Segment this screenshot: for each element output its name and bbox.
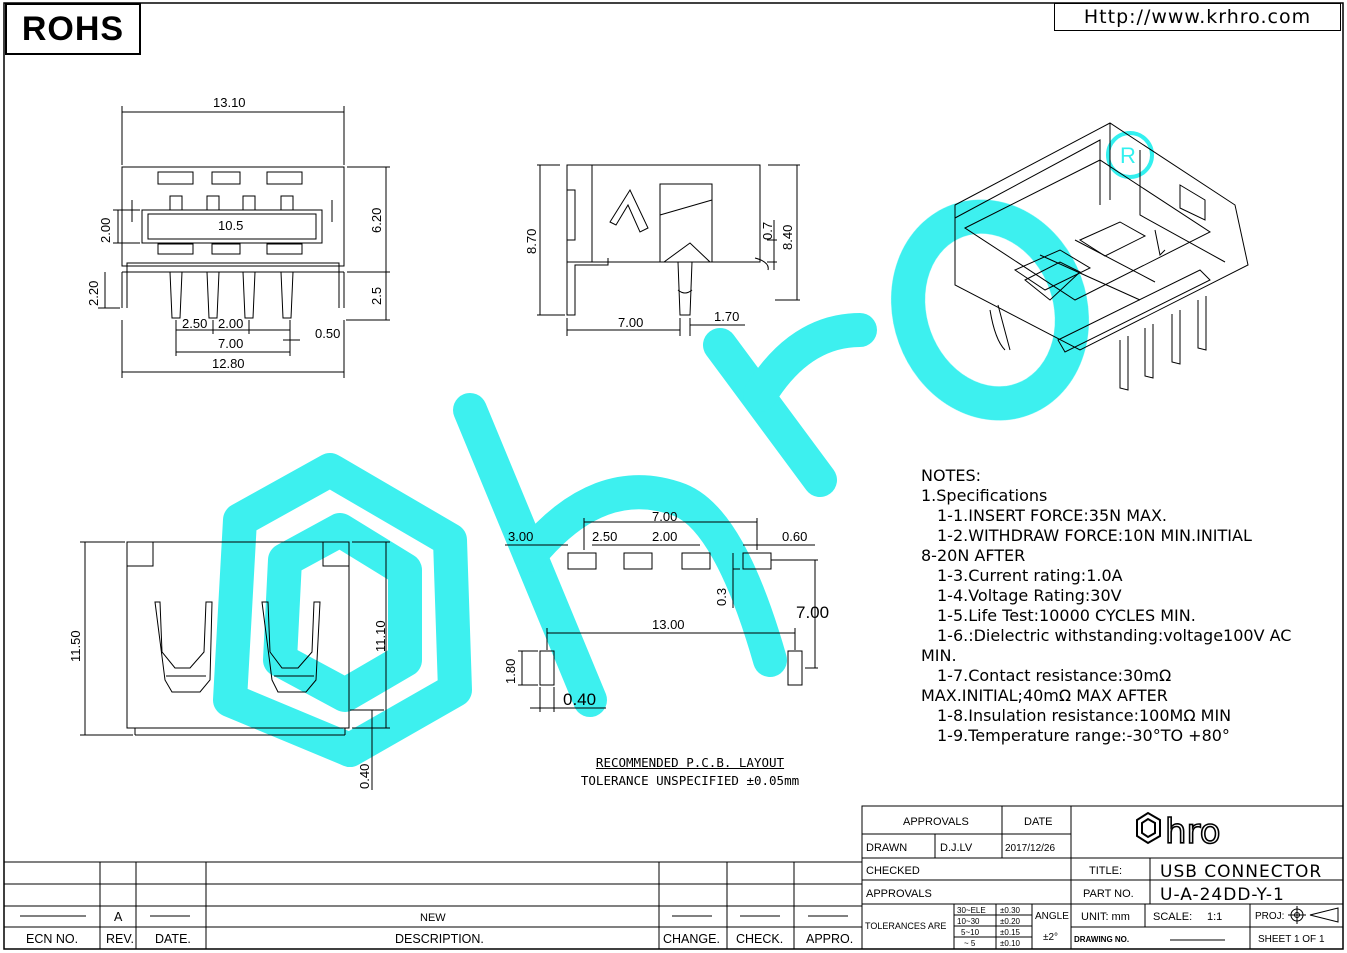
- tb-tol-value-1: ±0.20: [1000, 917, 1021, 926]
- dim-pcb-edge: 3.00: [508, 529, 533, 544]
- rev-header-ecn: ECN NO.: [26, 932, 78, 946]
- rev-header-rev: REV.: [106, 932, 134, 946]
- top-view: [80, 541, 390, 790]
- tb-drawn-date: 2017/12/26: [1005, 843, 1055, 854]
- dim-front-width-bottom: 12.80: [212, 356, 245, 371]
- dim-top-length: 11.50: [68, 630, 83, 662]
- tb-drawing-no: DRAWING NO.: [1074, 935, 1129, 944]
- dim-top-l2: 11.10: [373, 620, 388, 652]
- dim-front-pin-w: 0.50: [315, 326, 340, 341]
- revision-block-lines: [4, 861, 862, 949]
- notes-line: 1-5.Life Test:10000 CYCLES MIN.: [937, 606, 1196, 625]
- rohs-badge: ROHS: [5, 3, 141, 55]
- notes-line: 1-7.Contact resistance:30mΩ: [937, 666, 1172, 685]
- notes-line: 1-2.WITHDRAW FORCE:10N MIN.INITIAL: [937, 526, 1252, 545]
- notes-line: MAX.INITIAL;40mΩ MAX AFTER: [921, 686, 1168, 705]
- dim-pcb-span: 7.00: [652, 509, 677, 524]
- dim-side-h2: 0.7: [760, 222, 775, 240]
- title-block-lines: [861, 805, 1344, 950]
- tb-approvals-header: APPROVALS: [903, 816, 969, 828]
- tb-tol-value-3: ±0.10: [1000, 939, 1021, 948]
- projection-icon: [1288, 906, 1339, 924]
- dim-side-pin-off: 1.70: [714, 309, 739, 324]
- dim-front-width-top: 13.10: [213, 95, 246, 110]
- front-view: [98, 106, 390, 378]
- side-view: [537, 164, 800, 336]
- pcb-caption: RECOMMENDED P.C.B. LAYOUT TOLERANCE UNSP…: [540, 754, 840, 790]
- website-url: Http://www.krhro.com: [1054, 3, 1341, 31]
- dim-front-height: 6.20: [369, 208, 384, 233]
- dim-front-pitch-b: 2.00: [218, 316, 243, 331]
- notes-line: 1-9.Temperature range:-30°TO +80°: [937, 726, 1230, 745]
- dim-pcb-mount: 13.00: [652, 617, 685, 632]
- notes-line: 1-1.INSERT FORCE:35N MAX.: [937, 506, 1167, 525]
- notes-line: 1.Specifications: [921, 486, 1048, 505]
- rev-row-desc: NEW: [420, 912, 446, 924]
- rev-header-date: DATE.: [155, 932, 191, 946]
- rev-row-rev: A: [114, 910, 123, 924]
- tb-scale: 1:1: [1207, 911, 1222, 923]
- tb-date-header: DATE: [1024, 816, 1053, 828]
- dim-front-pin-span: 7.00: [218, 336, 243, 351]
- tb-tol-value-2: ±0.15: [1000, 928, 1021, 937]
- tb-unit: UNIT: mm: [1081, 911, 1130, 923]
- pcb-caption-tolerance: TOLERANCE UNSPECIFIED ±0.05mm: [580, 773, 800, 788]
- tb-part-label: PART NO.: [1083, 888, 1134, 900]
- dim-pcb-p2: 2.00: [652, 529, 677, 544]
- dim-front-pin-right: 2.5: [369, 287, 384, 305]
- dim-pcb-row: 7.00: [796, 603, 829, 622]
- rev-header-check: CHECK.: [736, 932, 783, 946]
- notes-line: 8-20N AFTER: [921, 546, 1026, 565]
- tb-sheet: SHEET 1 OF 1: [1258, 934, 1325, 945]
- svg-text:R: R: [1120, 143, 1136, 168]
- dim-side-h3: 8.40: [780, 225, 795, 250]
- dim-pcb-p1: 2.50: [592, 529, 617, 544]
- dim-front-slot: 10.5: [218, 218, 243, 233]
- notes-line: 1-8.Insulation resistance:100MΩ MIN: [937, 706, 1232, 725]
- dim-pcb-pad-w: 0.60: [782, 529, 807, 544]
- rev-header-description: DESCRIPTION.: [395, 932, 484, 946]
- tb-drawn: DRAWN: [866, 842, 907, 854]
- notes-line: MIN.: [921, 646, 957, 665]
- hro-logo-icon: [1136, 811, 1161, 845]
- tb-tol-range-1: 10~30: [957, 917, 980, 926]
- tb-checked: CHECKED: [866, 865, 920, 877]
- notes-line: 1-6.:Dielectric withstanding:voltage100V…: [937, 626, 1292, 645]
- rev-header-change: CHANGE.: [663, 932, 720, 946]
- dim-front-slot-h: 2.00: [98, 218, 113, 243]
- dim-front-pin-left: 2.20: [86, 281, 101, 306]
- notes-line: 1-4.Voltage Rating:30V: [937, 586, 1122, 605]
- tb-tol-range-3: ~ 5: [964, 939, 976, 948]
- notes-line: 1-3.Current rating:1.0A: [937, 566, 1123, 585]
- tb-tolerances: TOLERANCES ARE: [865, 921, 946, 931]
- notes-block: NOTES: 1.Specifications 1-1.INSERT FORCE…: [921, 466, 1341, 746]
- tb-scale-label: SCALE:: [1153, 911, 1192, 923]
- dim-side-depth: 7.00: [618, 315, 643, 330]
- rev-header-appro: APPRO.: [806, 932, 853, 946]
- tb-title: USB CONNECTOR: [1160, 862, 1322, 882]
- dim-front-pitch-a: 2.50: [182, 316, 207, 331]
- pcb-caption-title: RECOMMENDED P.C.B. LAYOUT: [595, 755, 785, 770]
- tb-logo: hro: [1165, 812, 1221, 852]
- dim-side-height: 8.70: [524, 229, 539, 254]
- dim-pcb-mh: 1.80: [503, 659, 518, 684]
- dim-top-l3: 0.40: [357, 764, 372, 789]
- tb-tol-range-0: 30~ELE: [957, 906, 986, 915]
- isometric-view: [954, 122, 1249, 391]
- tb-title-label: TITLE:: [1089, 865, 1122, 877]
- tb-angle-val: ±2°: [1043, 932, 1058, 943]
- dim-pcb-mw: 0.40: [563, 690, 596, 709]
- tb-angle: ANGLE: [1035, 911, 1069, 922]
- tb-tol-value-0: ±0.30: [1000, 906, 1021, 915]
- tb-approvals: APPROVALS: [866, 888, 932, 900]
- tb-proj: PROJ:: [1255, 911, 1284, 922]
- tb-part-no: U-A-24DD-Y-1: [1160, 885, 1285, 905]
- tb-drawn-by: D.J.LV: [940, 842, 973, 854]
- notes-heading: NOTES:: [921, 466, 981, 485]
- pcb-layout: [505, 518, 818, 712]
- tb-tol-range-2: 5~10: [961, 928, 980, 937]
- dim-pcb-pad-h: 0.3: [714, 588, 729, 606]
